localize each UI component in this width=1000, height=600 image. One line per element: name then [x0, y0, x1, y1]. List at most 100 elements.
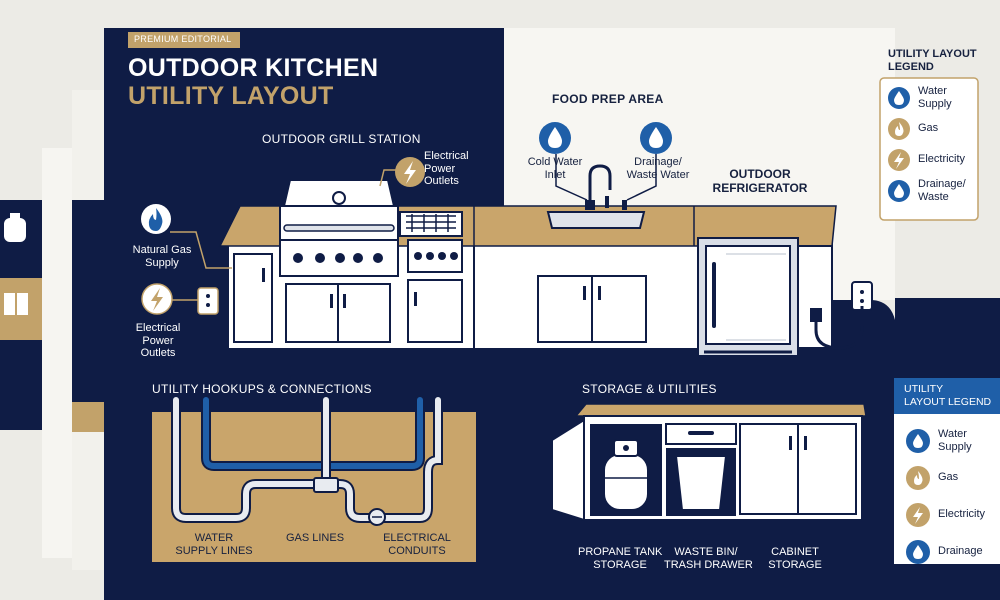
waste-bin-label-1: WASTE BIN/: [674, 546, 738, 558]
electrical-left-label-2: Power: [142, 334, 174, 347]
storage-base: [584, 520, 862, 530]
legend-top-item-drainage: Drainage/Waste: [888, 175, 980, 206]
legend-bottom-title-2: LAYOUT LEGEND: [904, 395, 992, 408]
right-cabinet: [797, 245, 833, 349]
cold-water-label-2: Inlet: [544, 168, 566, 181]
drainage-drop-icon: [888, 179, 910, 202]
lightning-icon: [888, 148, 910, 171]
natural-gas-icon: [141, 204, 171, 234]
electrical-top-label-2: Power: [424, 162, 456, 175]
electrical-top-label-1: Electrical: [424, 150, 469, 162]
legend-bottom-item-electricity: Electricity: [906, 496, 1000, 533]
lightning-icon: [906, 502, 930, 527]
water-drop-icon: [888, 86, 910, 109]
hookups-heading: UTILITY HOOKUPS & CONNECTIONS: [152, 382, 372, 396]
cold-water-icon: [539, 122, 571, 154]
electrical-left-label-3: Outlets: [140, 347, 176, 360]
legend-bottom-water-1: Water: [938, 428, 967, 441]
storage-heading: STORAGE & UTILITIES: [582, 382, 717, 396]
pipe-diagram: [171, 395, 443, 523]
drainage-drop-icon: [906, 539, 930, 564]
electrical-conduits-label: ELECTRICAL CONDUITS: [380, 532, 454, 557]
cabinet-storage-label-2: STORAGE: [768, 558, 822, 571]
food-prep-heading: FOOD PREP AREA: [552, 92, 664, 106]
drainage-icon: [640, 122, 672, 154]
propane-storage-label-2: STORAGE: [593, 558, 647, 571]
wall-outlet-right: [810, 281, 873, 350]
legend-top-drainage-2: Waste: [918, 190, 949, 203]
legend-bottom-item-gas: Gas: [906, 459, 1000, 496]
cold-water-label: Cold Water Inlet: [520, 156, 590, 181]
natural-gas-label: Natural Gas Supply: [128, 244, 196, 269]
propane-storage-label: PROPANE TANK STORAGE: [578, 546, 662, 571]
legend-top-water-2: Supply: [918, 97, 952, 110]
leader-drainage: [626, 154, 657, 201]
gas-lines-label: GAS LINES: [285, 532, 345, 544]
legend-bottom-drainage-1: Drainage: [938, 545, 983, 558]
water-supply-lines-label: WATER SUPPLY LINES: [174, 532, 254, 557]
legend-top-title: UTILITY LAYOUT LEGEND: [888, 48, 980, 82]
electrical-left-label-1: Electrical: [135, 322, 181, 334]
right-edge-navy: [895, 298, 1000, 358]
natural-gas-label-1: Natural Gas: [132, 244, 192, 256]
sink: [546, 164, 646, 229]
page-title-line1: OUTDOOR KITCHEN: [128, 54, 379, 82]
propane-storage-label-1: PROPANE TANK: [578, 546, 663, 558]
propane-tank-icon: [4, 213, 26, 242]
legend-bottom-header: [894, 378, 1000, 414]
legend-bottom-gas-1: Gas: [938, 471, 959, 484]
legend-top-item-drainage-text: Drainage/Waste: [918, 178, 966, 202]
electrical-conduits-label-1: ELECTRICAL: [383, 532, 451, 544]
legend-top-item-gas: Gas: [888, 113, 980, 144]
waste-bin-label-2: TRASH DRAWER: [664, 558, 753, 571]
legend-top-item-electricity: Electricity: [888, 144, 980, 175]
natural-gas-label-2: Supply: [145, 256, 179, 269]
refrigerator-label: OUTDOOR REFRIGERATOR: [700, 167, 820, 196]
water-supply-lines-label-1: WATER: [194, 532, 234, 544]
legend-bottom-electricity-1: Electricity: [938, 508, 986, 521]
cabinet-storage-label: CABINET STORAGE: [760, 546, 830, 571]
cabinet-storage-label-1: CABINET: [771, 546, 819, 558]
legend-top-drainage-1: Drainage/: [918, 178, 966, 191]
legend-top-water-1: Water: [918, 85, 947, 98]
legend-top-title-1: UTILITY LAYOUT: [888, 48, 977, 60]
refrigerator-label-1: OUTDOOR: [729, 167, 791, 181]
sink-cabinets: [537, 275, 647, 343]
electrical-conduits-label-2: CONDUITS: [388, 544, 446, 557]
refrigerator: [697, 237, 799, 357]
legend-bottom-item-drainage: Drainage: [906, 533, 1000, 570]
cabinet-icon: [4, 293, 28, 315]
propane-tank: [603, 439, 649, 511]
electrical-left-icon: [141, 283, 173, 315]
grill-station-heading: OUTDOOR GRILL STATION: [262, 132, 421, 146]
conduit-gauge-icon: [368, 508, 386, 526]
leader-cold-water: [555, 154, 588, 201]
leader-natural-gas: [170, 231, 232, 269]
storage-countertop: [574, 403, 867, 417]
gas-flame-icon: [906, 465, 930, 490]
wall-outlet-left: [197, 287, 219, 315]
cold-water-label-1: Cold Water: [527, 156, 583, 168]
grill-unit: [279, 179, 399, 277]
electrical-top-icon: [395, 157, 425, 187]
electrical-top-label: Electrical Power Outlets: [424, 150, 484, 188]
legend-top-gas-1: Gas: [918, 122, 939, 135]
island-base: [226, 348, 810, 360]
legend-bottom-title-1: UTILITY: [904, 383, 944, 395]
legend-bottom-water-2: Supply: [938, 440, 972, 453]
legend-top-electricity-1: Electricity: [918, 153, 966, 166]
electrical-left-label: Electrical Power Outlets: [128, 322, 188, 360]
waste-bin-label: WASTE BIN/ TRASH DRAWER: [664, 546, 753, 571]
badge-text: PREMIUM EDITORIAL: [134, 34, 232, 44]
page-title-line2: UTILITY LAYOUT: [128, 82, 334, 110]
trash-drawer: [665, 423, 737, 516]
legend-top-title-2: LEGEND: [888, 60, 934, 73]
electrical-top-label-3: Outlets: [424, 175, 459, 188]
